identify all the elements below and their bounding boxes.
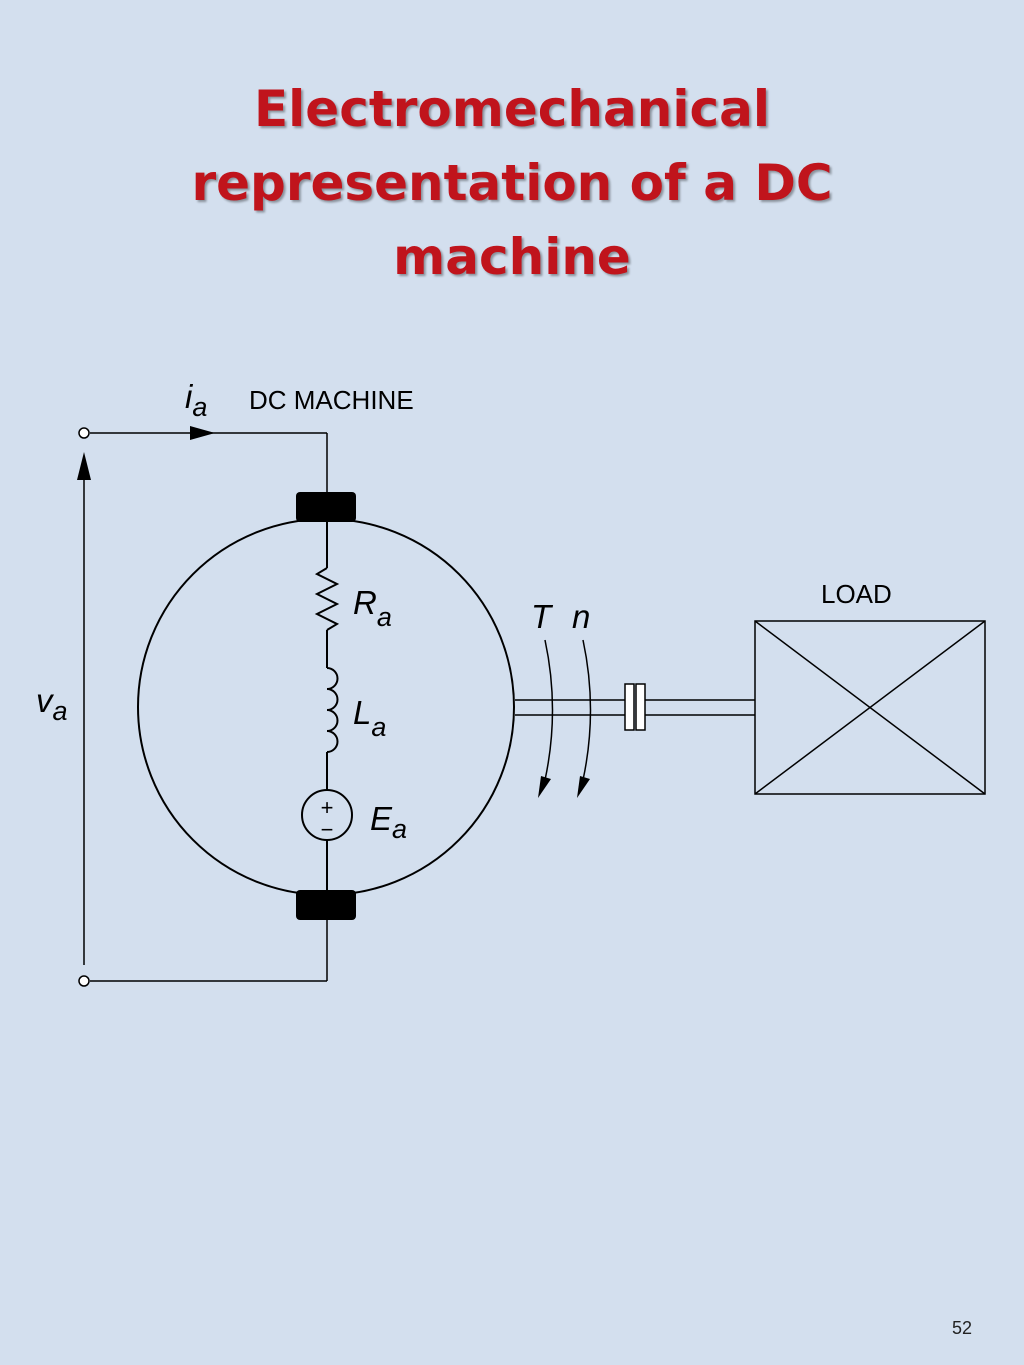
shaft [515,699,755,716]
load-box [754,620,986,795]
top-brush [296,492,356,522]
emf-plus-sign: + [321,795,334,820]
voltage-arrow [77,452,91,480]
current-arrow [190,426,215,440]
speed-arc [582,639,592,781]
voltage-label: va [36,682,68,726]
coupling [624,683,646,731]
speed-arrowhead [577,776,590,798]
slide-title: Electromechanical representation of a DC… [0,72,1024,294]
rotation-arrows [544,639,592,781]
page-number: 52 [951,1318,972,1338]
title-line-3: machine [393,228,631,286]
bottom-brush [296,890,356,920]
resistance-label: Ra [353,584,392,632]
load-label: LOAD [821,579,892,609]
speed-label: n [572,598,590,635]
inductor-symbol [326,667,339,753]
top-terminal [78,427,90,439]
torque-arc [544,639,554,781]
title-line-2: representation of a DC [191,154,833,212]
torque-arrowhead [538,776,551,798]
armature-circuit [301,522,353,890]
emf-label: Ea [370,800,407,844]
title-line-1: Electromechanical [254,80,770,138]
torque-label: T [531,598,554,635]
resistor-symbol [314,567,340,631]
current-label: ia [185,378,207,422]
bottom-terminal [78,975,90,987]
emf-minus-sign: − [321,817,334,842]
machine-label: DC MACHINE [249,385,414,415]
inductance-label: La [353,694,386,742]
external-circuit [83,432,328,982]
